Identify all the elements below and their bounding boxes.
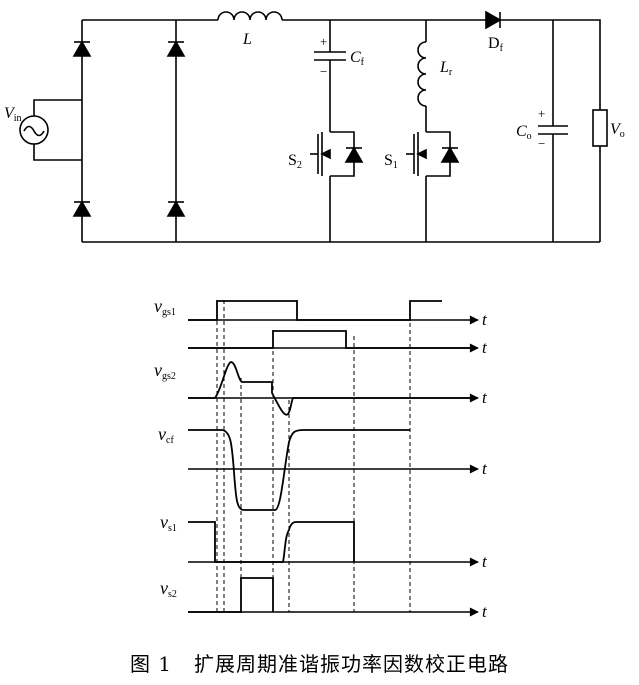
t-label: t	[482, 459, 488, 478]
signal-label-vs1: vs1	[160, 512, 177, 534]
time-axes	[188, 315, 479, 617]
co-label: Co	[516, 123, 532, 142]
waveform-vs2	[188, 577, 274, 613]
t-label: t	[482, 338, 488, 357]
signal-label-vgs1: vgs1	[154, 296, 176, 318]
bridge-diode-4	[166, 200, 186, 217]
vo-label: Vo	[610, 121, 625, 140]
waveform-vs1	[188, 521, 355, 563]
ac-source	[19, 99, 82, 161]
waveform-vgs1b	[188, 330, 470, 349]
circuit-labels: Vin L + − Cf Lr Df + − Co Vo S2 S1	[4, 31, 625, 171]
inductor-lr	[417, 20, 427, 132]
signal-labels: vgs1 vgs2 vcf vs1 vs2	[154, 296, 177, 600]
co-plus: +	[538, 106, 545, 121]
waveform-vgs2	[188, 361, 470, 416]
t-label: t	[482, 388, 488, 407]
figure-caption: 图 1 扩展周期准谐振功率因数校正电路	[0, 648, 639, 677]
bridge-rectifier	[72, 20, 600, 243]
waveform-vgs1	[188, 300, 442, 321]
df-label: Df	[488, 35, 504, 54]
timing-diagram: t t t t t t vgs1 vgs2 vcf vs1 vs2	[154, 296, 488, 621]
t-label: t	[482, 310, 488, 329]
cf-minus: −	[320, 64, 327, 79]
circuit-diagram	[19, 10, 608, 243]
figure-number: 图 1	[129, 652, 173, 676]
lr-label: Lr	[439, 59, 453, 78]
mosfet-s2	[310, 131, 364, 242]
t-label: t	[482, 552, 488, 571]
cf-label: Cf	[350, 49, 365, 68]
signal-label-vcf: vcf	[158, 424, 174, 446]
co-minus: −	[538, 136, 545, 151]
figure-title: 扩展周期准谐振功率因数校正电路	[194, 652, 510, 676]
waveform-vcf	[188, 429, 410, 511]
capacitor-co	[538, 20, 568, 242]
s1-label: S1	[384, 152, 398, 171]
inductor-l	[217, 11, 283, 21]
timing-guides	[216, 300, 411, 612]
waveforms	[188, 300, 470, 613]
signal-label-vs2: vs2	[160, 578, 177, 600]
t-label: t	[482, 602, 488, 621]
bridge-diode-2	[166, 40, 186, 57]
time-labels: t t t t t t	[482, 310, 488, 621]
mosfet-s1	[406, 131, 460, 242]
capacitor-cf	[314, 20, 346, 132]
vin-label: Vin	[4, 105, 22, 124]
diode-df	[485, 10, 601, 110]
load-vo	[592, 109, 608, 242]
signal-label-vgs2: vgs2	[154, 360, 176, 382]
bridge-diode-1	[72, 40, 92, 57]
cf-plus: +	[320, 34, 327, 49]
s2-label: S2	[288, 152, 302, 171]
inductor-l-label: L	[242, 31, 252, 48]
bridge-diode-3	[72, 200, 92, 217]
